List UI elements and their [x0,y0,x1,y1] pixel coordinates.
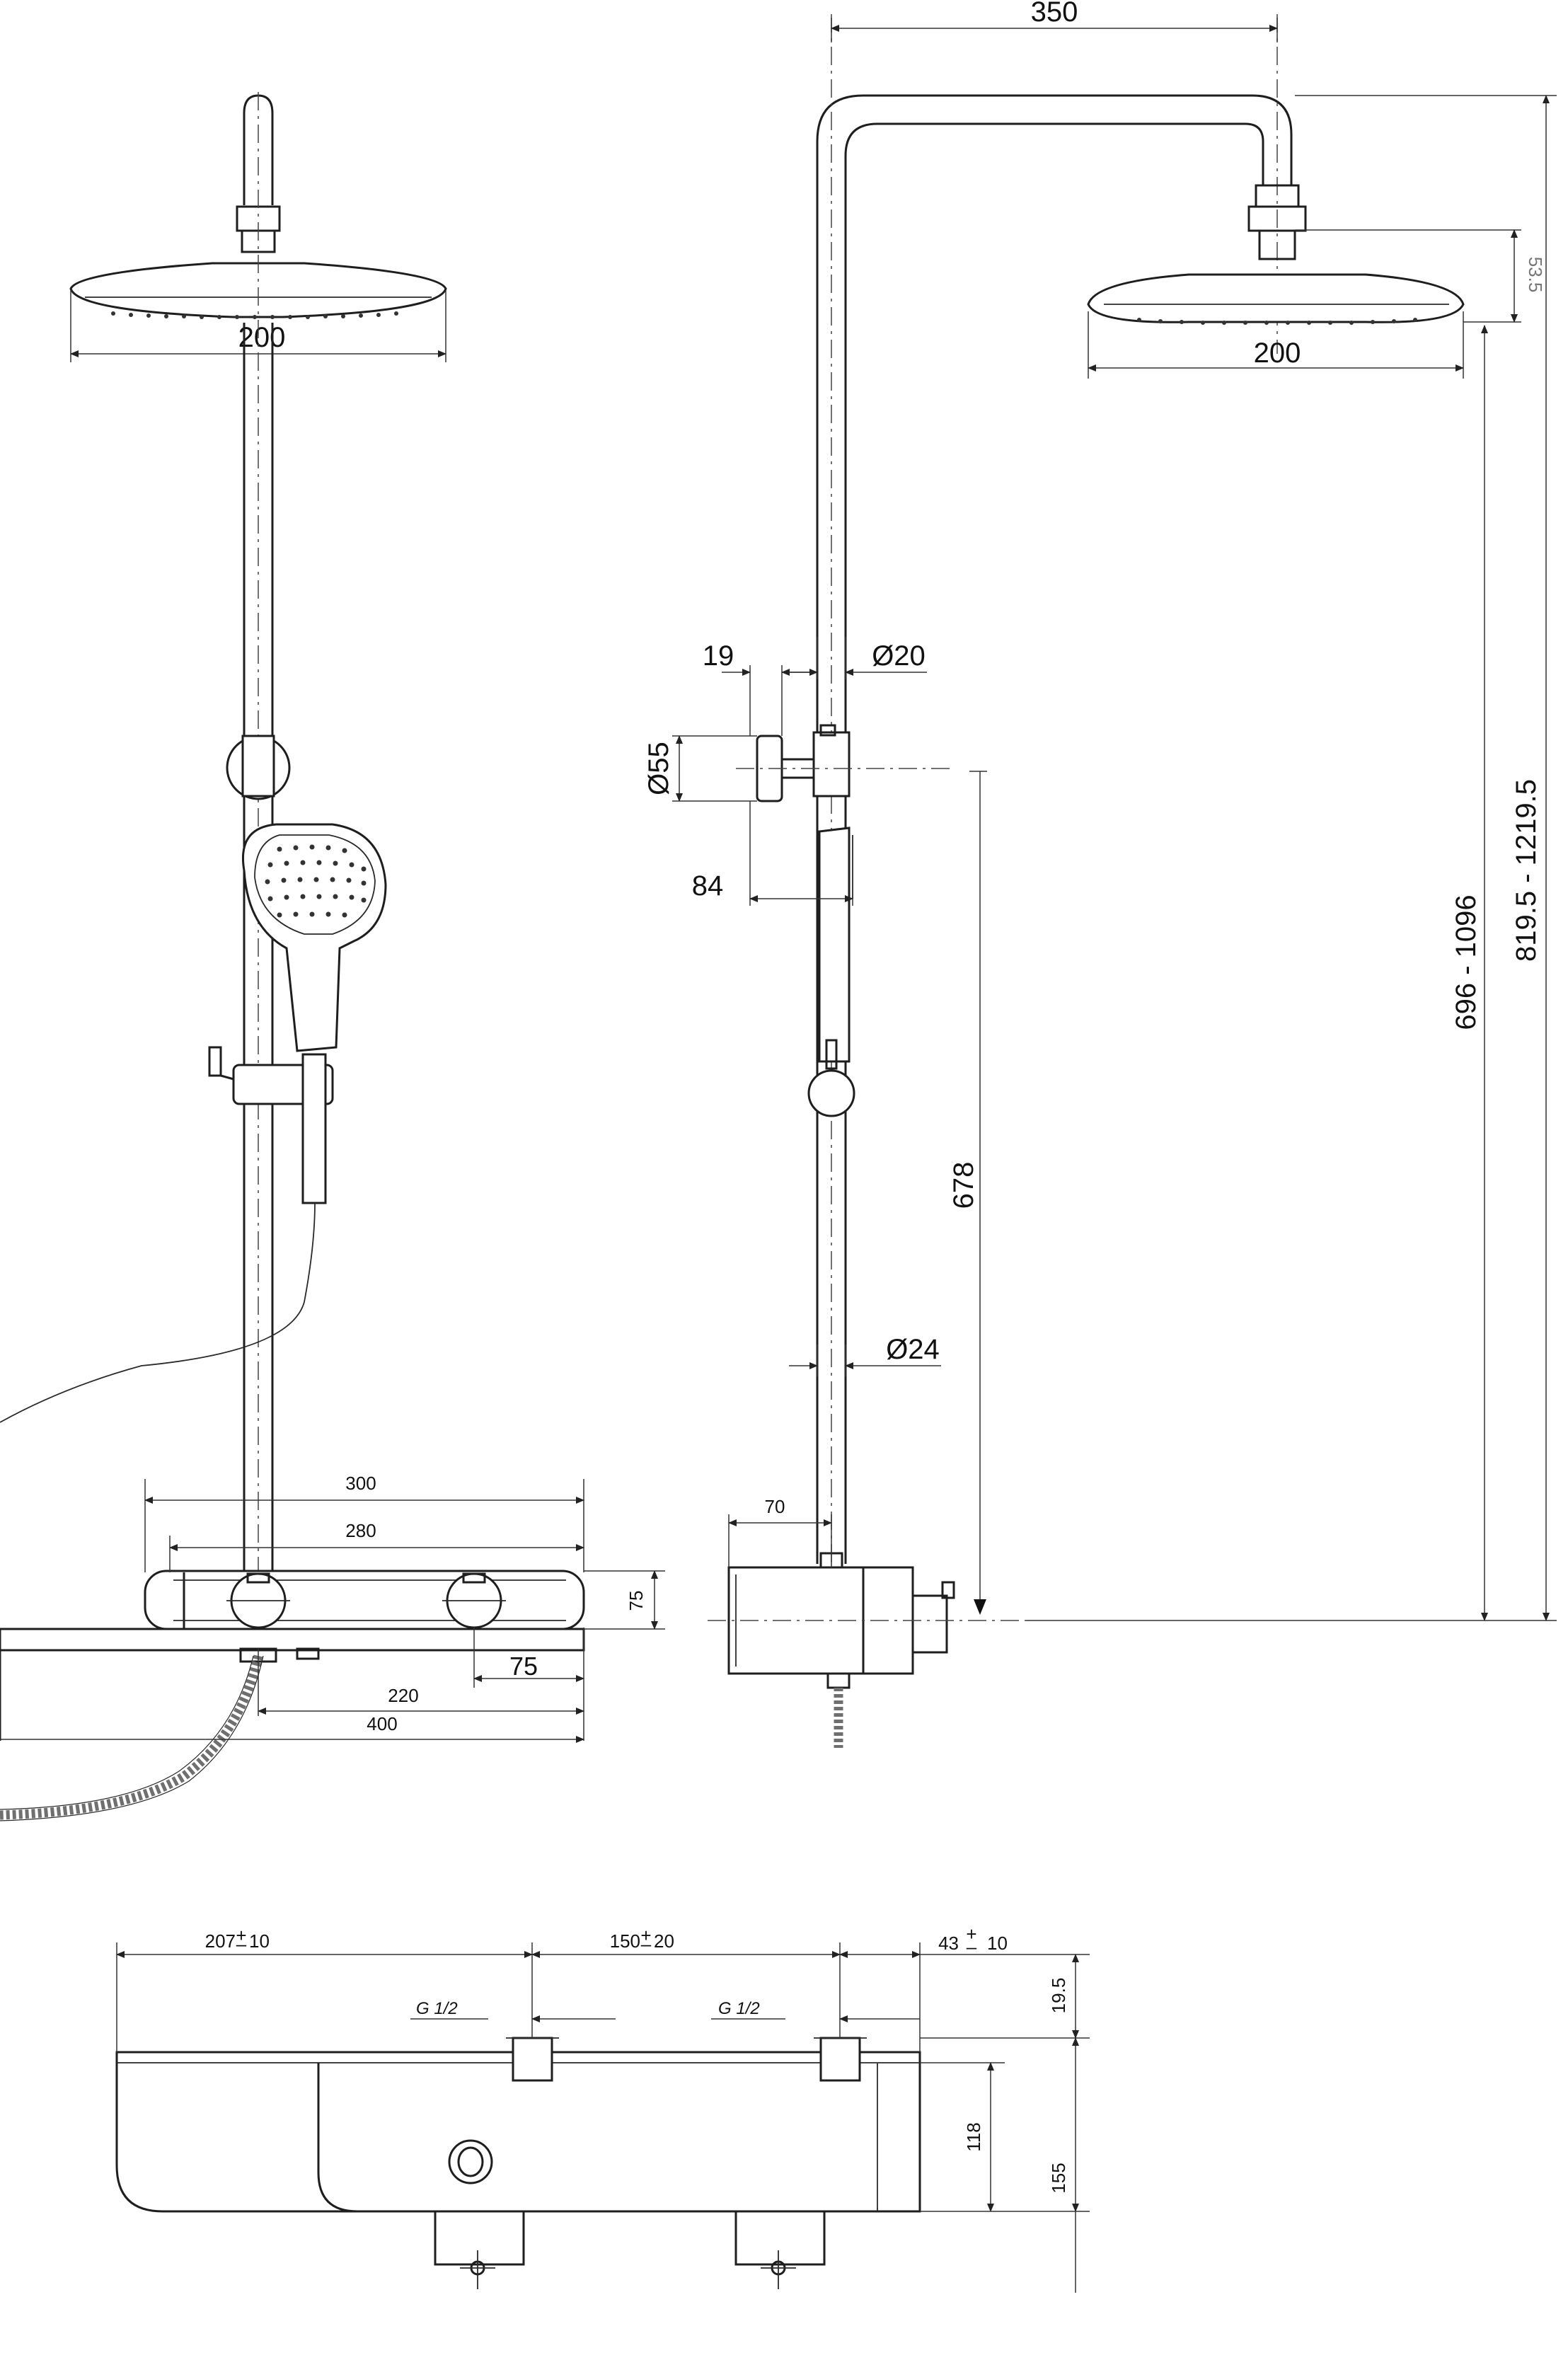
center-button [448,2139,493,2184]
side-view: 350 53.5 200 19 Ø20 [643,0,1557,1748]
hand-shower [242,823,387,1052]
outlet-right [734,2210,826,2266]
dim-center-distance-tol: 20 [654,1930,674,1952]
dim-top-height: 19.5 [1048,1978,1069,2014]
dim-inner-span: 220 [388,1685,418,1706]
dim-riser-range: 696 - 1096 [1451,894,1482,1030]
hose-connector [301,1053,327,1204]
dim-head-width-front: 200 [238,322,286,353]
dim-valve-depth: 70 [765,1496,785,1517]
svg-text:–: – [641,1933,652,1954]
dim-body-height-plan: 155 [1048,2163,1069,2193]
dim-slide-range: 678 [948,1162,979,1209]
front-view: 200 [0,92,665,1821]
plan-view: 207 + – 10 150 + – 20 43 + – 10 G 1/2 G … [115,1923,1090,2293]
dim-valve-span: 280 [345,1520,376,1541]
slider-knob-side [807,1069,855,1117]
dim-total-range: 819.5 - 1219.5 [1511,779,1542,962]
dim-right-offset-tol: 10 [987,1933,1008,1954]
dim-knob-dia: Ø55 [643,742,674,795]
braided-hose [0,1654,263,1820]
hand-shower-nozzles [265,844,367,918]
dim-total-width: 400 [367,1713,397,1734]
outlet-left [434,2210,525,2266]
shower-arm-outer [816,94,1293,708]
svg-text:–: – [967,1936,977,1957]
shower-arm-inner [844,122,1264,708]
svg-text:+: + [640,1925,651,1946]
inlet-left [512,2037,553,2082]
shelf-plate [0,1628,585,1652]
thread-label-right: G 1/2 [718,1999,760,2018]
shower-head-nozzles [111,311,398,319]
holder-clamp-side [812,731,851,798]
dim-center-distance: 150 [610,1930,640,1952]
dim-shelf-width: 300 [345,1473,376,1494]
side-head-nozzles [1137,318,1417,325]
valve-cap-side [911,1594,948,1654]
dim-holder-depth: 19 [703,640,734,672]
hand-shower-side [818,827,851,1063]
svg-text:–: – [236,1933,247,1954]
svg-text:+: + [236,1925,246,1946]
dim-knob-offset: 75 [509,1652,538,1681]
dim-pipe-dia-top: Ø20 [872,640,926,672]
dim-right-offset: 43 [938,1933,959,1954]
dim-head-width-side: 200 [1254,338,1301,369]
dim-left-offset: 207 [205,1930,236,1952]
overhead-shower-head-side [1087,273,1465,323]
inlet-right [819,2037,861,2082]
hose-line [0,1202,316,1423]
dim-left-offset-tol: 10 [249,1930,270,1952]
thread-label-left: G 1/2 [416,1999,458,2018]
dim-pipe-dia-bottom: Ø24 [886,1334,940,1365]
dim-arm-reach: 350 [1031,0,1078,28]
slider-lock-knob [208,1046,222,1077]
dim-head-height: 53.5 [1525,257,1546,293]
dim-holder-offset: 84 [692,870,724,902]
dim-inner-height: 118 [963,2122,984,2151]
svg-text:+: + [966,1923,976,1945]
dim-body-height: 75 [626,1591,647,1611]
